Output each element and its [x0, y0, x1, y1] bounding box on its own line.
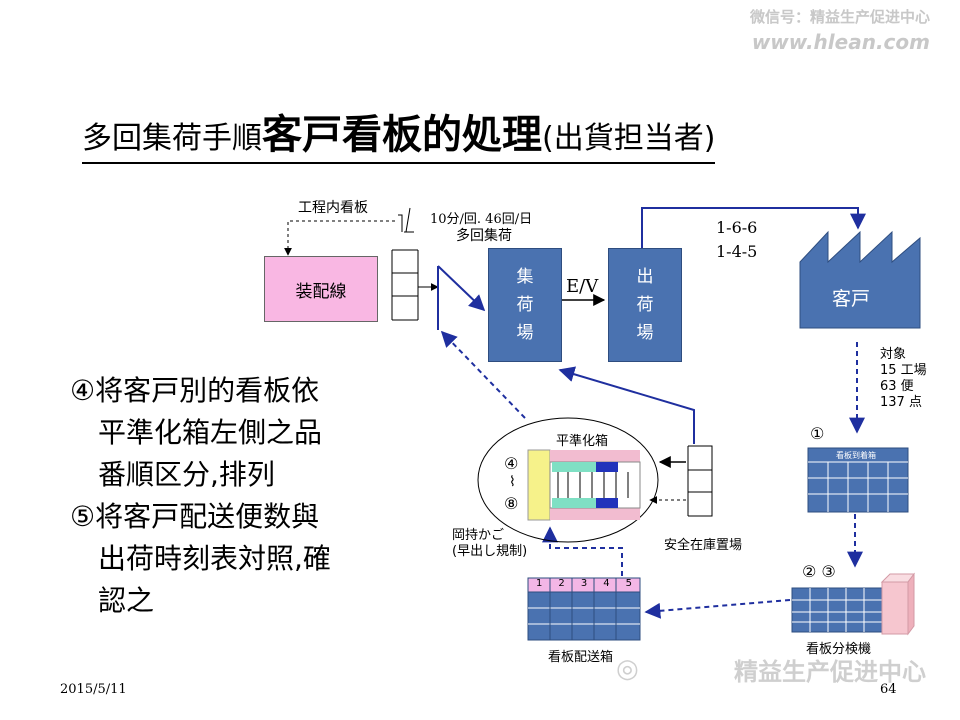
customer-factory-icon [799, 230, 921, 329]
watermark-wechat: 微信号：精益生产促进中心 [749, 8, 930, 26]
leveling-box-shape [527, 449, 641, 521]
slide-title: 多回集荷手順客戸看板的処理(出貨担当者) [82, 102, 716, 164]
shipping-char-1: 出 [636, 267, 654, 287]
collection-char-1: 集 [516, 267, 534, 287]
delivery-box-label: 看板配送箱 [548, 650, 614, 665]
page-number: 64 [880, 682, 897, 697]
step-line-6: 認之 [70, 584, 155, 617]
target-trips: 63 便 [880, 379, 914, 394]
delivery-box-grid [527, 577, 641, 641]
delivery-col-1: 1 [536, 578, 543, 589]
footer-date: 2015/5/11 [60, 682, 127, 697]
footer-logo-text: 精益生产促进中心 [734, 658, 926, 686]
target-info: 対象 15 工場 63 便 137 点 [880, 347, 927, 411]
sorting-machine-shape [791, 572, 915, 636]
arrival-box-grid [807, 447, 909, 513]
target-points: 137 点 [880, 395, 922, 410]
step-marker-8: ⑧ [504, 494, 519, 513]
kanban-return-line [284, 220, 395, 256]
label-ev: E/V [566, 276, 599, 297]
assembly-line-box: 装配線 [264, 256, 378, 322]
collection-char-2: 荷 [516, 295, 534, 315]
wechat-icon: ◎ [616, 654, 639, 684]
watermark-url: www.hlean.com [751, 30, 930, 54]
step-description: ④将客戸別的看板依 平準化箱左側之品 番順区分,排列 ⑤将客戸配送便数與 出荷時… [70, 370, 390, 622]
shelf-assembly [391, 249, 419, 321]
collection-area-box: 集 荷 場 [488, 248, 562, 362]
title-part3: (出貨担当者) [542, 121, 716, 156]
label-frequency: 10分/回. 46回/日 [430, 212, 533, 227]
route-code-2: 1-4-5 [716, 242, 758, 261]
title-part1: 多回集荷手順 [82, 121, 262, 156]
delivery-col-2: 2 [558, 578, 565, 589]
step-marker-1: ① [810, 424, 825, 443]
step-line-2: 平準化箱左側之品 [70, 416, 323, 449]
route-code-1: 1-6-6 [716, 218, 758, 237]
holder-label: 岡持かご (早出し規制) [452, 528, 527, 560]
arrival-box-label: 看板到着箱 [836, 451, 876, 460]
kanban-post-icon [398, 207, 414, 233]
delivery-box-header: 1 2 3 4 5 [528, 578, 640, 589]
safety-stock-shelf [687, 445, 713, 517]
safety-stock-label: 安全在庫置場 [664, 538, 743, 553]
shipping-area-box: 出 荷 場 [608, 248, 682, 362]
step-line-3: 番順区分,排列 [70, 458, 275, 491]
ship-route-arrow [641, 207, 866, 248]
holder-line-1: 岡持かご [452, 528, 505, 543]
delivery-col-4: 4 [603, 578, 610, 589]
step-line-1: ④将客戸別的看板依 [70, 374, 320, 407]
step-marker-2-3: ② ③ [802, 562, 836, 581]
target-title: 対象 [880, 347, 907, 362]
delivery-col-5: 5 [625, 578, 633, 589]
label-multi-collection: 多回集荷 [456, 228, 512, 244]
step-marker-4: ④ [504, 454, 519, 473]
step-line-5: 出荷時刻表対照,確 [70, 542, 331, 575]
label-in-process-kanban: 工程内看板 [298, 200, 368, 216]
collection-char-3: 場 [516, 323, 534, 343]
leveling-box-label: 平準化箱 [556, 434, 609, 449]
leveling-area-outline [477, 417, 659, 543]
holder-line-2: (早出し規制) [452, 544, 528, 559]
step-line-4: ⑤将客戸配送便数與 [70, 500, 320, 533]
customer-label: 客戸 [832, 288, 871, 310]
delivery-col-3: 3 [580, 578, 588, 589]
shipping-char-2: 荷 [636, 295, 654, 315]
sorting-machine-label: 看板分検機 [806, 642, 872, 657]
title-part2: 客戸看板的処理 [262, 112, 542, 158]
target-factories: 15 工場 [880, 363, 927, 378]
range-tilde: ⌇ [509, 474, 516, 490]
chute-arrow [437, 265, 486, 312]
shipping-char-3: 場 [636, 323, 654, 343]
